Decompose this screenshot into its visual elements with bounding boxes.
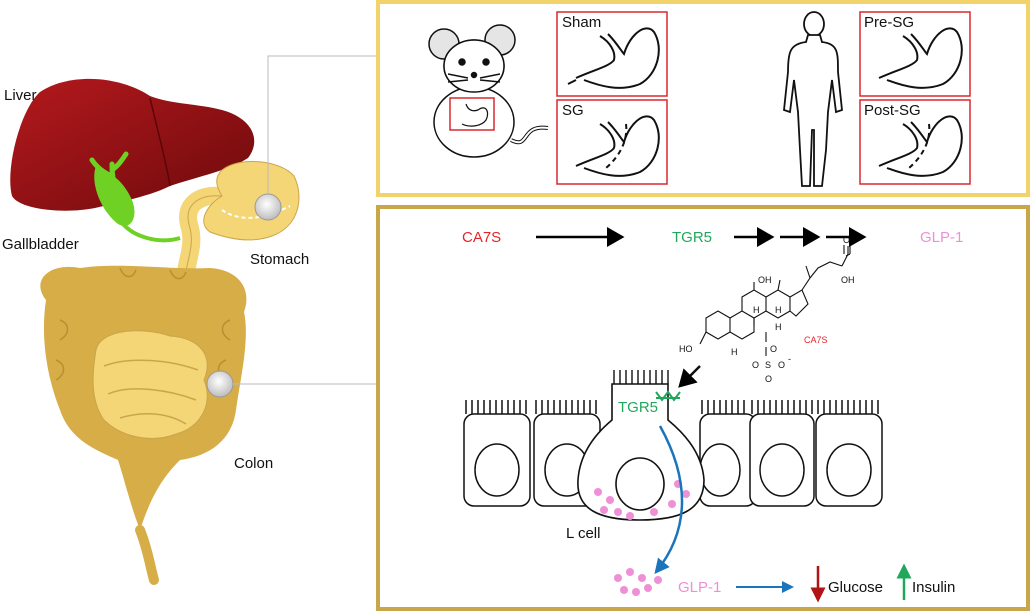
colon-lens xyxy=(206,370,234,398)
chem-h3: H xyxy=(775,322,782,332)
label-stomach: Stomach xyxy=(250,251,309,268)
mechanism-panel xyxy=(376,205,1030,611)
chem-sulfate-s: S xyxy=(765,360,771,370)
chem-oh-acid: OH xyxy=(841,275,855,285)
stomach-shape xyxy=(203,160,300,241)
small-intestine-shape xyxy=(92,330,208,439)
mouse-icon xyxy=(428,24,549,158)
pathway-ca7s: CA7S xyxy=(462,229,501,246)
chem-sulfate-o2: O xyxy=(778,360,785,370)
label-colon: Colon xyxy=(234,455,273,472)
sg-box xyxy=(556,99,668,185)
chem-o-link: O xyxy=(770,344,777,354)
pre-sg-label: Pre-SG xyxy=(864,14,914,31)
insulin-label: Insulin xyxy=(912,579,955,596)
stomach-sketch-pre-sg xyxy=(878,27,963,89)
binding-arrow xyxy=(678,365,701,388)
chem-h1: H xyxy=(753,305,760,315)
pathway-tgr5: TGR5 xyxy=(672,229,712,246)
glp1-granules xyxy=(594,480,690,520)
anatomy-illustration xyxy=(10,55,378,585)
label-liver: Liver xyxy=(4,87,37,104)
chem-h2: H xyxy=(775,305,782,315)
chem-sulfate-charge: - xyxy=(788,354,791,364)
sham-label: Sham xyxy=(562,14,601,31)
pathway-glp1: GLP-1 xyxy=(920,229,963,246)
lcell-label: L cell xyxy=(566,525,600,542)
glp1-output-label: GLP-1 xyxy=(678,579,721,596)
sham-box xyxy=(556,11,668,97)
post-sg-box xyxy=(859,99,971,185)
stomach-sketch-sham xyxy=(567,27,660,89)
cell-tgr5-label: TGR5 xyxy=(618,399,658,416)
ca7s-structure xyxy=(699,245,851,356)
pre-sg-box xyxy=(859,11,971,97)
glucose-label: Glucose xyxy=(828,579,883,596)
stomach-sketch-sg xyxy=(575,115,660,177)
epithelium xyxy=(463,400,883,507)
chem-sulfate-o3: O xyxy=(765,374,772,384)
l-cell xyxy=(577,370,705,521)
liver-shape xyxy=(10,78,255,211)
tgr5-receptor-icon xyxy=(655,390,681,402)
secreted-glp1-dots xyxy=(614,568,662,596)
post-sg-label: Post-SG xyxy=(864,102,921,119)
chem-ho: HO xyxy=(679,344,693,354)
stomach-sketch-post-sg xyxy=(878,115,963,177)
signal-arrow xyxy=(654,425,684,574)
label-gallbladder: Gallbladder xyxy=(2,236,79,253)
sg-label: SG xyxy=(562,102,584,119)
chem-h4: H xyxy=(731,347,738,357)
connector-stomach xyxy=(267,55,378,194)
mouse-stomach-box xyxy=(449,97,495,131)
human-icon xyxy=(783,11,843,187)
chem-sulfate-o1: O xyxy=(752,360,759,370)
chem-oh-top: OH xyxy=(758,275,772,285)
chem-ca7s-label: CA7S xyxy=(804,335,828,345)
chem-carbonyl-o: O xyxy=(843,235,850,245)
stomach-lens xyxy=(254,193,282,221)
